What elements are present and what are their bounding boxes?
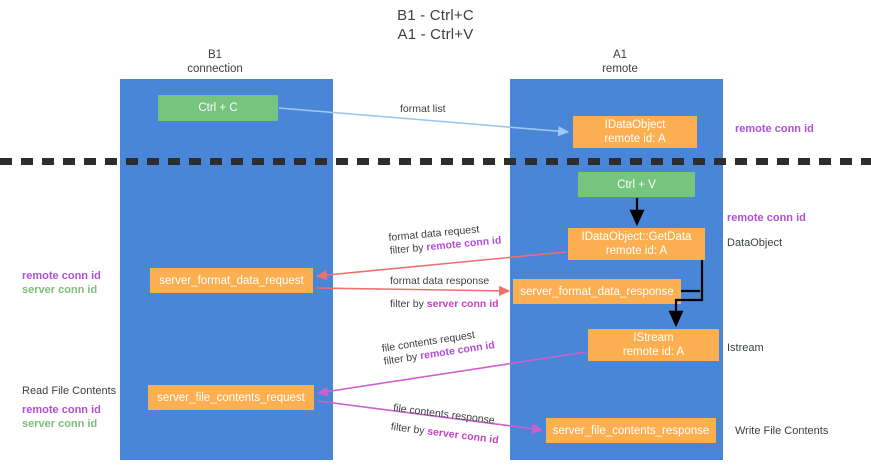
annotation-text: DataObject xyxy=(727,237,783,249)
filter-key: server conn id xyxy=(426,425,500,447)
node-idataobject-label: IDataObject xyxy=(604,119,666,131)
annotation-text: server conn id xyxy=(22,418,98,430)
annotation-remote-conn-id-mid: remote conn id xyxy=(727,211,806,225)
edge-label-format-data-request: format data request filter by remote con… xyxy=(388,221,502,257)
node-idataobject-getdata[interactable]: IDataObject::GetData remote id: A xyxy=(568,228,705,260)
node-ctrl-c-label: Ctrl + C xyxy=(198,102,238,114)
node-istream-label: IStream xyxy=(633,332,674,344)
node-server-format-data-request-label: server_format_data_request xyxy=(159,274,304,287)
filter-prefix: filter by xyxy=(390,298,427,310)
annotation-remote-conn-id-left-1: remote conn id xyxy=(22,269,101,283)
node-server-file-contents-request-label: server_file_contents_request xyxy=(157,391,305,404)
diagram-title: B1 - Ctrl+C A1 - Ctrl+V xyxy=(0,6,871,44)
edge-label-file-contents-request: file contents request filter by remote c… xyxy=(381,326,496,368)
annotation-text: remote conn id xyxy=(727,212,806,224)
column-header-b1-role: connection xyxy=(187,63,243,75)
column-header-a1-name: A1 xyxy=(612,49,628,61)
annotation-text: Write File Contents xyxy=(735,425,829,437)
node-server-file-contents-response[interactable]: server_file_contents_response xyxy=(546,418,716,443)
column-header-b1-name: B1 xyxy=(207,49,223,61)
node-istream[interactable]: IStream remote id: A xyxy=(588,329,719,361)
title-line-2: A1 - Ctrl+V xyxy=(397,26,474,43)
node-ctrl-v[interactable]: Ctrl + V xyxy=(578,172,695,197)
annotation-text: remote conn id xyxy=(22,404,101,416)
edge-label-file-contents-response: file contents response filter by server … xyxy=(390,402,502,447)
node-server-format-data-request[interactable]: server_format_data_request xyxy=(150,268,313,293)
annotation-server-conn-id-left-2: server conn id xyxy=(22,417,97,431)
title-line-1: B1 - Ctrl+C xyxy=(397,7,474,24)
node-idataobject-getdata-sub: remote id: A xyxy=(605,245,668,257)
annotation-istream: Istream xyxy=(727,341,764,355)
node-idataobject[interactable]: IDataObject remote id: A xyxy=(573,116,697,148)
annotation-read-file-contents: Read File Contents xyxy=(22,384,116,398)
filter-prefix: filter by xyxy=(390,420,429,438)
edge-label-format-data-response-line1: format data response xyxy=(390,275,490,287)
edge-label-format-list: format list xyxy=(400,103,446,115)
node-server-file-contents-request[interactable]: server_file_contents_request xyxy=(148,385,314,410)
node-ctrl-v-label: Ctrl + V xyxy=(617,178,656,191)
column-header-a1: A1 remote xyxy=(550,48,690,76)
node-idataobject-getdata-label: IDataObject::GetData xyxy=(581,231,692,243)
node-idataobject-sub: remote id: A xyxy=(604,133,666,145)
filter-key: server conn id xyxy=(426,298,499,310)
phase-divider xyxy=(0,158,871,165)
node-istream-sub: remote id: A xyxy=(622,346,685,358)
annotation-text: server conn id xyxy=(22,284,98,296)
annotation-remote-conn-id-top: remote conn id xyxy=(735,122,814,136)
annotation-text: remote conn id xyxy=(22,270,101,282)
annotation-dataobject: DataObject xyxy=(727,236,782,250)
node-server-format-data-response[interactable]: server_format_data_response xyxy=(513,279,681,304)
node-server-format-data-response-label: server_format_data_response xyxy=(520,285,674,298)
annotation-text: remote conn id xyxy=(735,123,814,135)
annotation-write-file-contents: Write File Contents xyxy=(735,424,828,438)
annotation-text: Istream xyxy=(727,342,764,354)
node-ctrl-c[interactable]: Ctrl + C xyxy=(158,95,278,121)
edge-label-format-data-response-filter: filter by server conn id xyxy=(390,298,499,311)
column-header-b1: B1 connection xyxy=(145,48,285,76)
edge-label-format-data-response: format data response filter by server co… xyxy=(390,275,499,311)
annotation-text: Read File Contents xyxy=(22,385,117,397)
node-server-file-contents-response-label: server_file_contents_response xyxy=(552,424,710,437)
column-header-a1-role: remote xyxy=(602,63,638,75)
annotation-remote-conn-id-left-2: remote conn id xyxy=(22,403,101,417)
filter-prefix: filter by xyxy=(389,241,427,257)
annotation-server-conn-id-left-1: server conn id xyxy=(22,283,97,297)
